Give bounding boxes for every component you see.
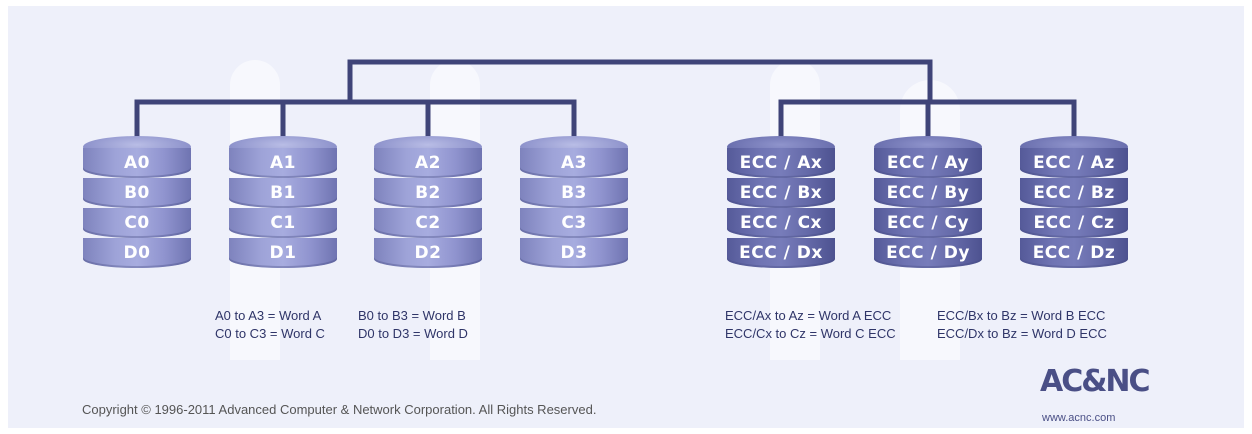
disk-block: D3 — [520, 238, 628, 268]
disk-block: A2 — [374, 148, 482, 178]
caption-ecc-word-c: ECC/Cx to Cz = Word C ECC — [725, 326, 896, 341]
disk-block: C3 — [520, 208, 628, 238]
disk-block: B1 — [229, 178, 337, 208]
disk-block: ECC / Bz — [1020, 178, 1128, 208]
caption-word-d: D0 to D3 = Word D — [358, 326, 468, 341]
disk-block: ECC / Cz — [1020, 208, 1128, 238]
disk-block: D2 — [374, 238, 482, 268]
disk-block: ECC / By — [874, 178, 982, 208]
disk-block: ECC / Cx — [727, 208, 835, 238]
disk-block: A1 — [229, 148, 337, 178]
caption-ecc-word-a: ECC/Ax to Az = Word A ECC — [725, 308, 892, 323]
disk-block: A3 — [520, 148, 628, 178]
disk-block: B0 — [83, 178, 191, 208]
disk-block: ECC / Dx — [727, 238, 835, 268]
disk-block: A0 — [83, 148, 191, 178]
top-bus-line — [347, 59, 933, 103]
logo-url: www.acnc.com — [1042, 412, 1116, 424]
caption-word-b: B0 to B3 = Word B — [358, 308, 466, 323]
disk-block: ECC / Az — [1020, 148, 1128, 178]
caption-word-a: A0 to A3 = Word A — [215, 308, 322, 323]
caption-word-c: C0 to C3 = Word C — [215, 326, 325, 341]
caption-ecc-word-b: ECC/Bx to Bz = Word B ECC — [937, 308, 1106, 323]
disk-block: C1 — [229, 208, 337, 238]
disk-block: C0 — [83, 208, 191, 238]
disk-block: ECC / Bx — [727, 178, 835, 208]
disk-block: ECC / Cy — [874, 208, 982, 238]
acnc-logo: AC&NC — [1040, 364, 1151, 399]
disk-block: C2 — [374, 208, 482, 238]
disk-block: ECC / Dy — [874, 238, 982, 268]
disk-block: D0 — [83, 238, 191, 268]
disk-block: ECC / Dz — [1020, 238, 1128, 268]
caption-ecc-word-d: ECC/Dx to Bz = Word D ECC — [937, 326, 1107, 341]
disk-block: B2 — [374, 178, 482, 208]
disk-block: B3 — [520, 178, 628, 208]
disk-block: D1 — [229, 238, 337, 268]
disk-block: ECC / Ax — [727, 148, 835, 178]
data-bus-line — [134, 99, 577, 143]
disk-block: ECC / Ay — [874, 148, 982, 178]
copyright-text: Copyright © 1996-2011 Advanced Computer … — [82, 402, 597, 417]
